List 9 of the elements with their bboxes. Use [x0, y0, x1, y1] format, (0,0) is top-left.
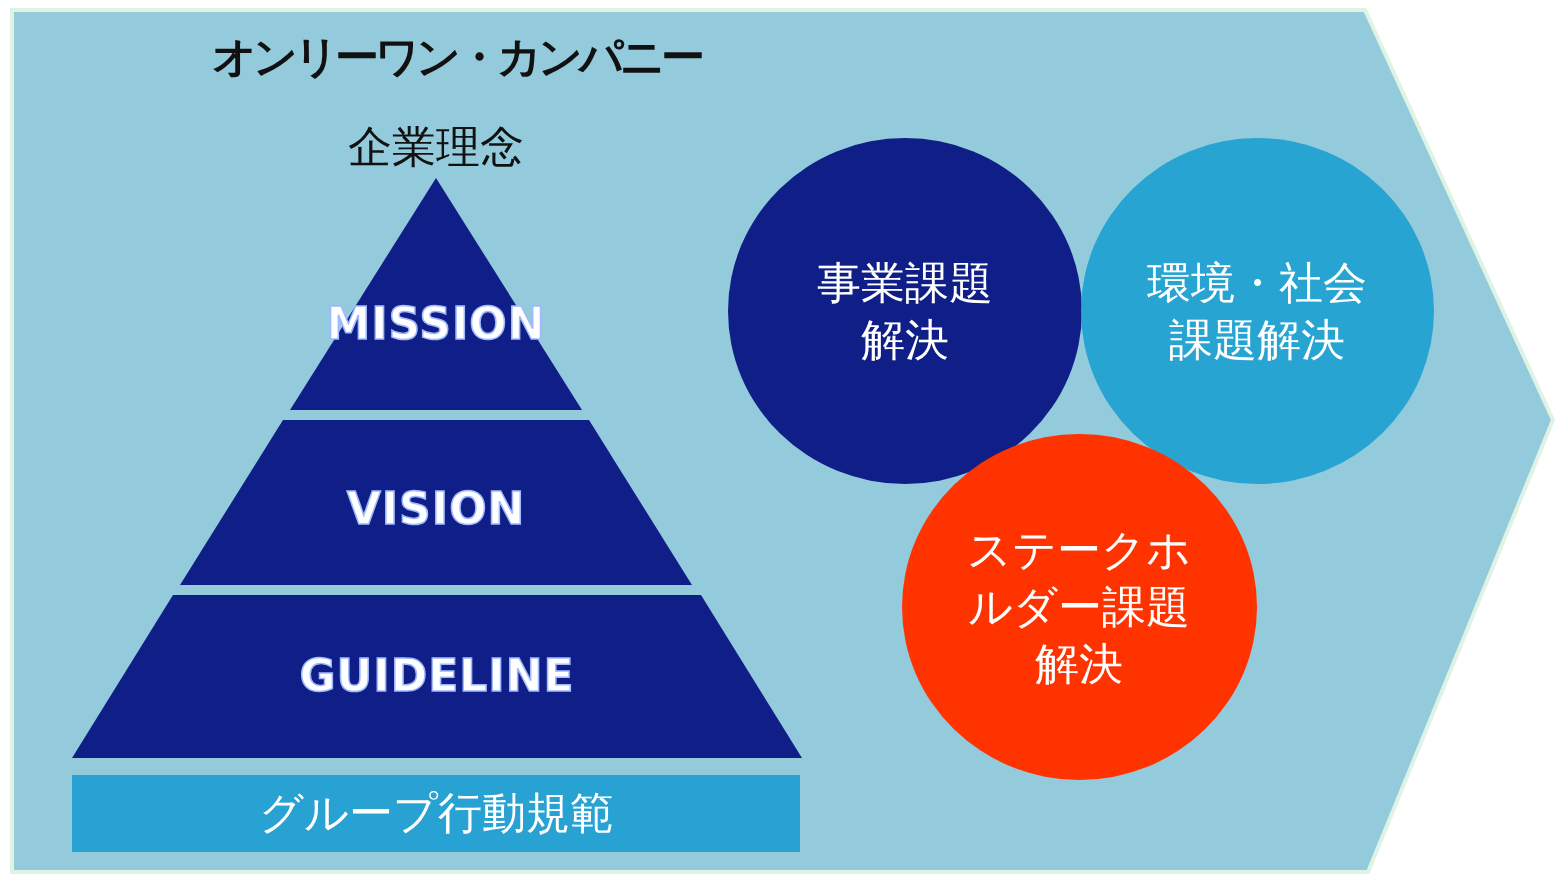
layer-label: GUIDELINE: [298, 650, 576, 701]
circle-label: ステークホルダー課題解決: [966, 523, 1193, 692]
circle-label: 環境・社会課題解決: [1146, 255, 1369, 367]
code-of-conduct-bar: [72, 775, 800, 852]
title: オンリーワン・カンパニー: [212, 30, 701, 84]
layer-label: VISION: [345, 483, 527, 534]
bar-label: グループ行動規範: [258, 786, 614, 840]
heading-label: 企業理念: [347, 120, 525, 174]
circle-label: 事業課題解決: [816, 255, 994, 367]
